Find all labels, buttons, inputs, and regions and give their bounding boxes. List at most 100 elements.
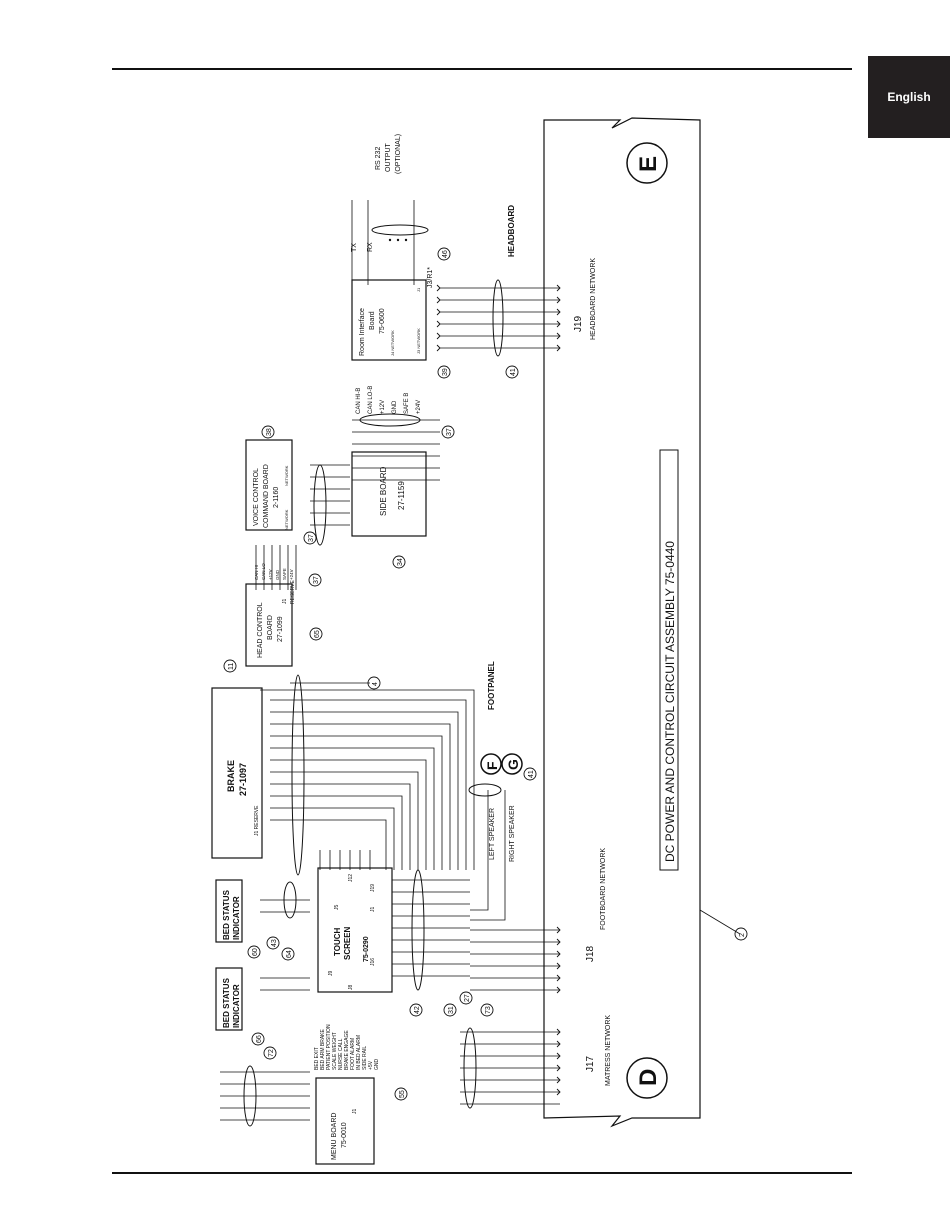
callout-66: 66 [256, 1035, 263, 1043]
room-net1: J4 NETWORK [390, 330, 395, 356]
menu-pin-7: IN BED ALARM [356, 1035, 362, 1070]
menu-port: J1 [352, 1109, 358, 1115]
rs232-line2: OUTPUT [385, 143, 392, 173]
bottom-rule [112, 1172, 852, 1174]
head-port1: J1 [282, 599, 288, 605]
menu-pin-3: SCALE WEIGHT [332, 1032, 338, 1070]
right-speaker-label: RIGHT SPEAKER [509, 805, 516, 862]
side-name: SIDE BOARD [379, 466, 388, 516]
voice-pin-0: CAN HI [254, 565, 259, 580]
bed-status-1-line2: INDICATOR [232, 984, 241, 1028]
menu-pin-6: FOOT ALARM [350, 1038, 356, 1070]
head-control-board [245, 583, 293, 667]
touch-part: 75-0290 [363, 936, 370, 962]
voice-pin-5: +24V [289, 569, 294, 580]
can-label-1: CAN LO-B [368, 386, 374, 414]
wire-harnesses [220, 200, 741, 1121]
rs232-label: RS 232 OUTPUT (OPTIONAL) [375, 134, 402, 174]
callout-37b: 37 [308, 534, 315, 542]
touch-port-j1: J1 [370, 907, 376, 913]
callout-34: 34 [397, 558, 404, 566]
bed-status-2-line1: BED STATUS [222, 889, 231, 940]
voice-pin-labels: CAN HI CAN LO +12V GND SAFE +24V [254, 563, 294, 580]
brake-name: BRAKE [226, 760, 236, 792]
callouts [223, 247, 748, 1101]
j18-network: FOOTBOARD NETWORK [600, 848, 607, 930]
j17-network: MATRESS NETWORK [605, 1015, 612, 1086]
j17-label: J17 [585, 1055, 596, 1072]
callout-42: 42 [414, 1006, 421, 1014]
menu-pin-5: BRAKE ENGAGE [344, 1030, 350, 1070]
callout-43: 43 [271, 939, 278, 947]
menu-pin-labels: BED EXIT BED ARM BRAKE PATIENT POSITION … [314, 1024, 380, 1070]
callout-60: 60 [252, 948, 259, 956]
connector-g-label: G [505, 759, 521, 770]
voice-pin-2: +12V [268, 569, 273, 580]
headboard-label: HEADBOARD [507, 205, 516, 257]
voice-control-board [245, 439, 293, 531]
left-speaker-label: LEFT SPEAKER [489, 808, 496, 860]
menu-part: 75-0010 [341, 1122, 348, 1148]
side-board [351, 451, 427, 537]
callout-31: 31 [448, 1006, 455, 1014]
callout-46: 46 [442, 250, 449, 258]
connector-g-circle [501, 753, 523, 775]
dc-assembly-label-box [659, 449, 679, 871]
rs232-line3: (OPTIONAL) [395, 134, 402, 174]
touch-port-j19: J19 [370, 884, 376, 892]
room-port: J1 [416, 287, 421, 292]
callout-37a: 37 [313, 576, 320, 584]
room-interface-board [351, 279, 427, 361]
touch-name2: SCREEN [343, 926, 352, 960]
brake-port: J1 RESERVE [254, 805, 260, 836]
brake-board [211, 687, 263, 859]
callout-4: 4 [372, 682, 379, 686]
voice-pin-4: SAFE [282, 568, 287, 580]
serial-rx: RX [367, 242, 374, 252]
callout-41b: 41 [528, 770, 535, 778]
voice-pin-3: GND [275, 569, 280, 580]
voice-net1: NETWORK [284, 465, 289, 486]
top-rule [112, 68, 852, 70]
harness-ellipses [243, 224, 504, 1127]
menu-pin-4: NURSE CALL [338, 1038, 344, 1070]
menu-pin-1: BED ARM BRAKE [320, 1028, 326, 1070]
menu-board [315, 1077, 375, 1165]
brake-part: 27-1097 [238, 763, 248, 796]
callout-72: 72 [268, 1049, 275, 1057]
callout-37c: 37 [446, 428, 453, 436]
touch-port-j5: J5 [334, 905, 340, 911]
voice-name1: VOICE CONTROL [253, 468, 260, 526]
callout-numbers: 2 4 11 27 31 34 37 37 37 38 39 41 41 42 … [228, 250, 746, 1098]
voice-part: 2-1160 [273, 487, 280, 508]
side-part: 27-1159 [397, 481, 406, 510]
touch-name1: TOUCH [333, 927, 342, 956]
touch-screen-board [317, 867, 393, 993]
room-name1: Room Interface [359, 308, 366, 356]
menu-pin-9: +5V [368, 1060, 374, 1070]
can-label-5: +24V [416, 400, 422, 414]
can-label-2: +12V [380, 400, 386, 414]
footpanel-label: FOOTPANEL [487, 661, 496, 710]
connector-f-label: F [484, 761, 500, 770]
language-tab-label: English [887, 90, 931, 104]
callout-38: 38 [266, 428, 273, 436]
menu-pin-10: GND [374, 1059, 380, 1071]
connector-e-label: E [635, 156, 662, 172]
connector-d-label: D [635, 1069, 662, 1086]
touch-port-j9: J9 [328, 971, 334, 977]
can-label-0: CAN HI-B [356, 388, 362, 414]
callout-65: 65 [314, 630, 321, 638]
bed-status-indicator-2 [215, 879, 243, 943]
room-part: 75-0600 [379, 308, 386, 334]
menu-pin-8: SIDE RAIL [362, 1046, 368, 1070]
connector-f-circle [480, 753, 502, 775]
menu-pin-2: PATIENT POSITION [326, 1024, 332, 1070]
dc-assembly-title: DC POWER AND CONTROL CIRCUIT ASSEMBLY 75… [663, 541, 677, 862]
voice-name2: COMMAND BOARD [263, 464, 270, 528]
callout-39: 39 [442, 368, 449, 376]
callout-73: 73 [485, 1006, 492, 1014]
head-part: 27-1099 [277, 616, 284, 642]
language-tab[interactable]: English [868, 56, 950, 138]
voice-pin-1: CAN LO [261, 563, 266, 580]
